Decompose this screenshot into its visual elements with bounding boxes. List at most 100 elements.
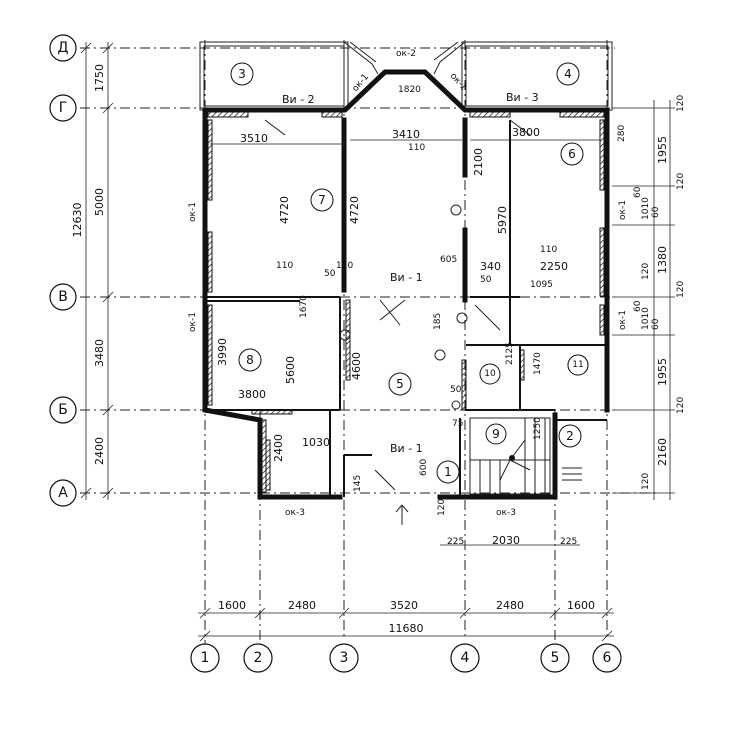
axis-bubble-5: 5 (540, 643, 570, 673)
axis-number: 5 (551, 650, 560, 666)
note-120: 120 (437, 499, 447, 516)
axis-numbers: 1 2 3 4 5 6 (190, 640, 622, 673)
element-labels: Ви - 2 Ви - 3 Ви - 1 Ви - 1 ок-2 ок-1 ок… (188, 49, 628, 518)
room-6: 6 (560, 142, 584, 166)
dim-2480-right: 2480 (496, 599, 524, 612)
stair (469, 417, 582, 495)
axis-letter: Д (58, 40, 69, 56)
dim-280: 280 (617, 125, 627, 142)
dim-60-c: 60 (633, 300, 643, 312)
dim-1010-b: 1010 (641, 307, 651, 330)
label-vi1-top: Ви - 1 (390, 271, 423, 284)
dim-4720-b: 4720 (348, 196, 361, 224)
dim-1030: 1030 (302, 436, 330, 449)
axis-grid-lines (80, 40, 660, 640)
room-9: 9 (485, 423, 507, 445)
dim-2400-inner: 2400 (272, 434, 285, 462)
axis-bubble-3: 3 (329, 643, 359, 673)
dim-2030: 2030 (492, 534, 520, 547)
note-50-b: 50 (480, 275, 492, 285)
label-vi1-bottom: Ви - 1 (390, 442, 423, 455)
dim-120-c: 120 (676, 281, 686, 298)
note-1250: 1250 (533, 417, 543, 440)
note-50-c: 50 (450, 385, 462, 395)
dim-3480: 3480 (93, 339, 106, 367)
outer-walls (202, 69, 610, 500)
left-dimensions: 1750 5000 3480 2400 12630 (71, 42, 114, 500)
dim-60-b: 60 (651, 206, 661, 218)
dim-2100: 2100 (472, 148, 485, 176)
axis-bubble-6: 6 (592, 643, 622, 673)
room-1: 1 (436, 460, 460, 484)
dim-60-a: 60 (633, 186, 643, 198)
note-110-a: 110 (276, 261, 293, 271)
note-110-d: 110 (540, 245, 557, 255)
label-ok1-left-bottom: ок-1 (188, 312, 198, 332)
axis-number: 2 (254, 650, 263, 666)
dim-225-left: 225 (447, 537, 464, 547)
axis-bubble-4: 4 (450, 643, 480, 673)
balcony-area (199, 41, 613, 111)
dim-1600-right: 1600 (567, 599, 595, 612)
dim-1600-left: 1600 (218, 599, 246, 612)
dim-4720-a: 4720 (278, 196, 291, 224)
dim-120-e: 120 (641, 263, 651, 280)
dim-1750: 1750 (93, 64, 106, 92)
label-ok1-right-top: ок-1 (618, 200, 628, 220)
svg-text:10: 10 (484, 369, 496, 379)
room-7: 7 (310, 188, 334, 212)
dim-11680: 11680 (389, 622, 424, 635)
note-605: 605 (440, 255, 457, 265)
axis-letter: В (58, 289, 68, 305)
dim-120-f: 120 (641, 473, 651, 490)
label-vi3: Ви - 3 (506, 91, 539, 104)
svg-text:2: 2 (566, 429, 574, 443)
label-ok3-left: ок-3 (285, 508, 305, 518)
note-1670: 1670 (299, 295, 309, 318)
dim-1820: 1820 (398, 85, 421, 95)
svg-text:7: 7 (318, 193, 326, 207)
room-10: 10 (479, 363, 501, 385)
dim-60-d: 60 (651, 318, 661, 330)
dim-2400: 2400 (93, 437, 106, 465)
dim-5600: 5600 (284, 356, 297, 384)
label-ok3-right: ок-3 (496, 508, 516, 518)
axis-number: 6 (603, 650, 612, 666)
axis-letter: Г (59, 100, 68, 116)
axis-bubble-2: 2 (243, 643, 273, 673)
dim-120-a: 120 (676, 95, 686, 112)
dim-2250: 2250 (540, 260, 568, 273)
axis-bubble-b: Б (49, 396, 77, 424)
note-110-b: 110 (336, 261, 353, 271)
dim-4600: 4600 (350, 352, 363, 380)
svg-text:8: 8 (246, 353, 254, 367)
dim-120-d: 120 (676, 397, 686, 414)
svg-text:6: 6 (568, 147, 576, 161)
note-110-c: 110 (408, 143, 425, 153)
axis-bubble-d: Д (49, 34, 77, 62)
dim-3410: 3410 (392, 128, 420, 141)
label-ok2: ок-2 (396, 49, 416, 59)
svg-text:4: 4 (564, 67, 572, 81)
dim-12630: 12630 (71, 203, 84, 238)
room-5: 5 (388, 372, 412, 396)
axis-number: 3 (340, 650, 349, 666)
dim-5000: 5000 (93, 188, 106, 216)
axis-letter: А (58, 485, 68, 501)
axis-bubble-1: 1 (190, 640, 220, 673)
dim-1095: 1095 (530, 280, 553, 290)
dim-5970: 5970 (496, 206, 509, 234)
dim-2160: 2160 (656, 438, 669, 466)
axis-bubble-v: В (49, 283, 77, 311)
dim-225-right: 225 (560, 537, 577, 547)
label-vi2: Ви - 2 (282, 93, 315, 106)
dim-120-b: 120 (676, 173, 686, 190)
note-145: 145 (353, 475, 363, 492)
bottom-dimensions: 1600 2480 3520 2480 1600 11680 (198, 599, 614, 642)
label-ok1-left-top: ок-1 (188, 202, 198, 222)
room-11: 11 (567, 354, 589, 376)
note-50-a: 50 (324, 269, 336, 279)
dim-1955-top: 1955 (656, 136, 669, 164)
note-185: 185 (433, 313, 443, 330)
note-2125: 2125 (505, 342, 515, 365)
